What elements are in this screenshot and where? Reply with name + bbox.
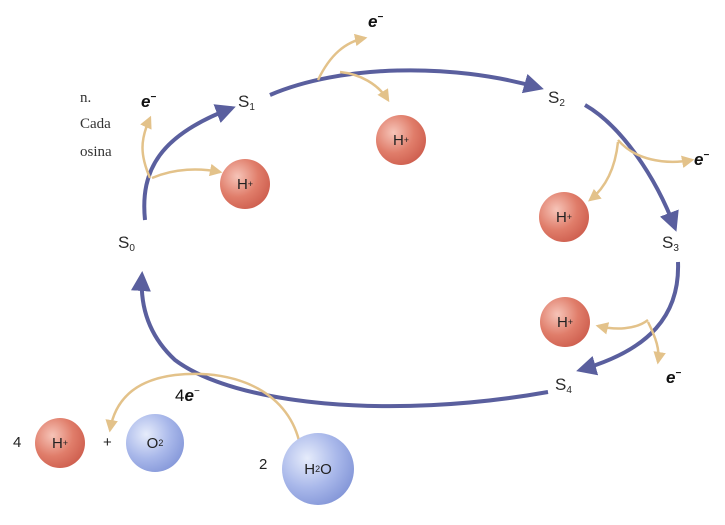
proton-ball-s0: H+ <box>220 159 270 209</box>
proton-coefficient: 4 <box>13 434 21 451</box>
arc-s0-to-s1 <box>144 108 232 220</box>
proton-ball-product: H+ <box>35 418 85 468</box>
state-label-s0: S0 <box>118 233 135 254</box>
electron-label-s0: e− <box>141 92 156 112</box>
electron-label-s2: e− <box>694 150 709 170</box>
caption-fragment-3: osina <box>80 144 112 161</box>
release-arrow-s0-electron <box>143 118 151 178</box>
plus-sign: + <box>103 434 112 451</box>
proton-ball-s1: H+ <box>376 115 426 165</box>
release-arrow-s2-proton <box>590 142 618 200</box>
arc-s4-to-s0 <box>142 275 548 406</box>
electron-label-s3: e− <box>666 368 681 388</box>
arc-s1-to-s2 <box>270 70 540 95</box>
electron-label-s1: e− <box>368 12 383 32</box>
state-label-s3: S3 <box>662 233 679 254</box>
arc-s3-to-s4 <box>580 262 678 370</box>
proton-ball-s3: H+ <box>540 297 590 347</box>
caption-fragment-1: n. <box>80 90 91 107</box>
release-arrow-s3-proton <box>598 320 648 328</box>
arc-s2-to-s3 <box>585 105 675 228</box>
state-label-s2: S2 <box>548 88 565 109</box>
caption-fragment-2: Cada <box>80 116 111 133</box>
proton-ball-s2: H+ <box>539 192 589 242</box>
release-arrow-s0-proton <box>152 170 220 178</box>
four-electrons-label: 4e− <box>175 386 200 406</box>
state-label-s1: S1 <box>238 92 255 113</box>
water-coefficient: 2 <box>259 456 267 473</box>
state-label-s4: S4 <box>555 375 572 396</box>
